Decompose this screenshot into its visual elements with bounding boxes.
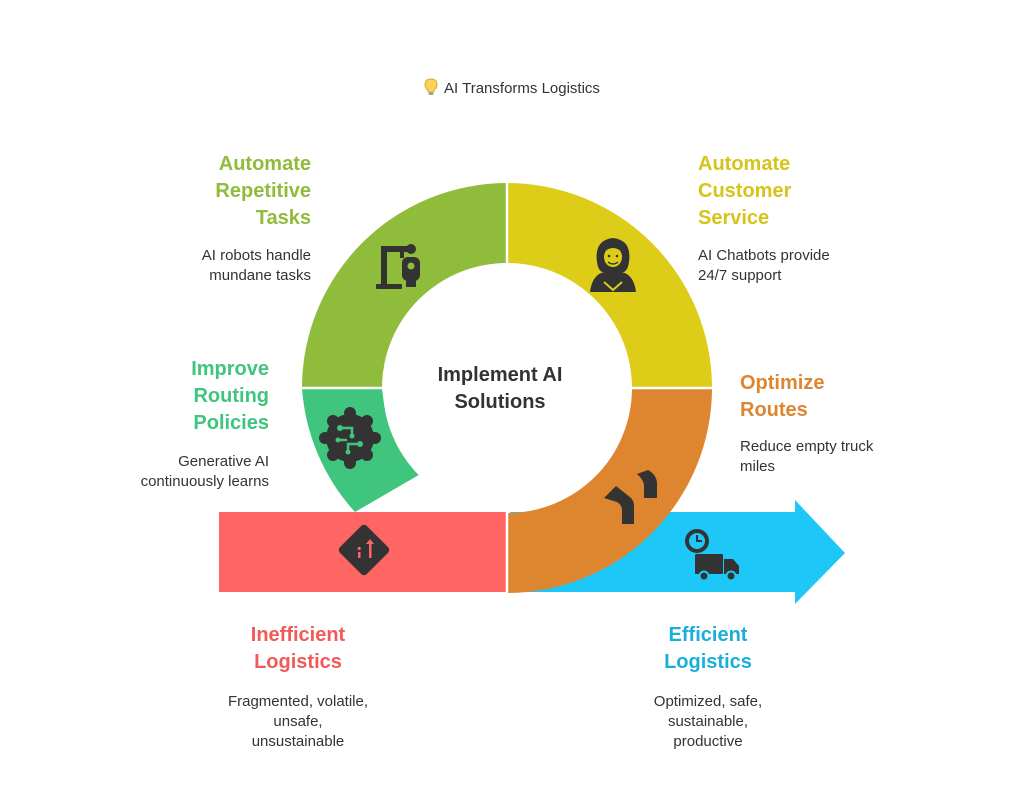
support-agent-icon [590, 238, 636, 292]
center-label-line1: Implement AI [437, 364, 563, 386]
customer-service-heading-line: Automate [698, 153, 791, 175]
robot-arm-icon [376, 244, 420, 289]
ring-center [383, 264, 631, 512]
route-icon [604, 470, 657, 524]
customer-service-description: AI Chatbots provide 24/7 support [698, 246, 918, 286]
inefficient-description-line: Fragmented, volatile, [227, 693, 369, 710]
optimize-routes-heading-line: Optimize [740, 372, 825, 394]
inefficient-description-line: unsafe, [273, 713, 323, 730]
automate-tasks-heading: Automate Repetitive Tasks [110, 151, 311, 232]
inefficient-heading-line: Inefficient [250, 624, 346, 646]
optimize-routes-heading: Optimize Routes [740, 370, 940, 424]
efficient-heading: Efficient Logistics [608, 622, 808, 676]
routing-policies-description-line: continuously learns [140, 473, 269, 490]
efficient-description: Optimized, safe, sustainable, productive [608, 692, 808, 752]
customer-service-heading-line: Customer [698, 180, 792, 202]
efficient-description-line: Optimized, safe, [653, 693, 763, 710]
inefficient-heading: Inefficient Logistics [198, 622, 398, 676]
inefficient-heading-line: Logistics [254, 651, 342, 673]
efficient-description-line: productive [673, 733, 743, 750]
customer-service-description-line: AI Chatbots provide [698, 247, 830, 264]
automate-tasks-description-line: AI robots handle [201, 247, 311, 264]
routing-policies-description-line: Generative AI [178, 453, 269, 470]
routing-policies-heading-line: Improve [191, 358, 269, 380]
efficient-description-line: sustainable, [667, 713, 749, 730]
optimize-routes-description-line: Reduce empty truck [740, 438, 874, 455]
customer-service-heading: Automate Customer Service [698, 151, 918, 232]
optimize-routes-heading-line: Routes [740, 399, 808, 421]
customer-service-heading-line: Service [698, 207, 770, 229]
automate-tasks-heading-line: Tasks [255, 207, 311, 229]
customer-service-description-line: 24/7 support [698, 267, 782, 284]
inefficient-description: Fragmented, volatile, unsafe, unsustaina… [198, 692, 398, 752]
automate-tasks-heading-line: Repetitive [215, 180, 311, 202]
efficient-heading-line: Efficient [668, 624, 748, 646]
diagram-title: AI Transforms Logistics [0, 78, 1024, 97]
routing-policies-description: Generative AI continuously learns [70, 452, 269, 492]
routing-policies-heading-line: Policies [193, 412, 269, 434]
center-label: Implement AI Solutions [400, 362, 600, 416]
optimize-routes-description-line: miles [740, 458, 776, 475]
ring-segment-orange [507, 388, 712, 593]
lightbulb-icon [424, 78, 438, 95]
routing-policies-heading-line: Routing [193, 385, 269, 407]
diagram-title-text: AI Transforms Logistics [444, 80, 600, 97]
optimize-routes-description: Reduce empty truck miles [740, 437, 940, 477]
routing-policies-heading: Improve Routing Policies [70, 356, 269, 437]
ring-separators [301, 181, 714, 595]
delivery-truck-icon [685, 529, 739, 582]
automate-tasks-description: AI robots handle mundane tasks [110, 246, 311, 286]
road-sign-icon [338, 524, 390, 576]
ring-segment-green [302, 183, 507, 388]
inefficient-description-line: unsustainable [251, 733, 345, 750]
efficient-heading-line: Logistics [664, 651, 752, 673]
automate-tasks-description-line: mundane tasks [209, 267, 311, 284]
center-label-line2: Solutions [454, 391, 546, 413]
ai-brain-icon [319, 407, 381, 469]
automate-tasks-heading-line: Automate [218, 153, 311, 175]
